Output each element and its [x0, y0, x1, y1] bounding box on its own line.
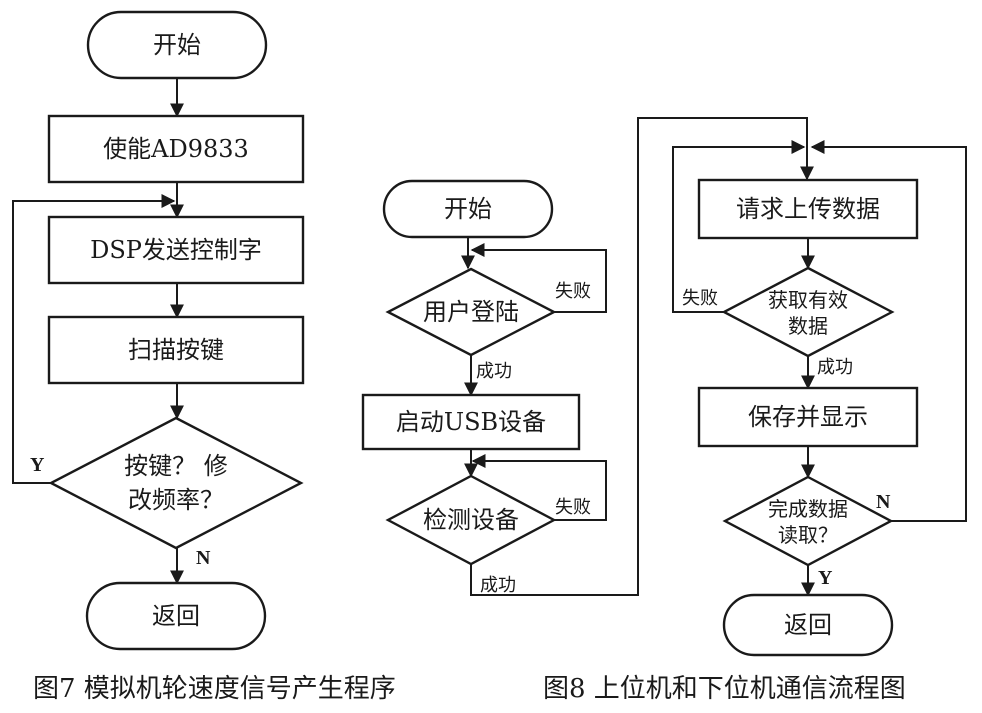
process-box	[697, 386, 919, 448]
node-label: 返回	[152, 602, 200, 630]
fig8-edge-detect-to-detect	[471, 454, 607, 521]
node-label: 用户登陆	[423, 298, 519, 326]
decision-diamond	[385, 267, 557, 357]
fig7-node-scan: 扫描按键	[47, 315, 305, 385]
fig7-node-ret: 返回	[85, 581, 267, 651]
fig8-node-detect: 检测设备	[385, 474, 557, 566]
node-label: 获取有效	[768, 288, 848, 312]
decision-diamond	[722, 475, 894, 567]
edge-label: 成功	[480, 575, 516, 596]
edge-label: 失败	[555, 281, 591, 302]
node-label: 返回	[784, 611, 832, 639]
fig8-edge-detect-to-request	[470, 117, 814, 596]
process-box	[361, 393, 581, 451]
edge-label: 成功	[476, 361, 512, 382]
fig7-node-dsp: DSP发送控制字	[47, 215, 305, 285]
node-label: 启动USB设备	[396, 408, 546, 436]
edge-label: 失败	[555, 497, 591, 518]
node-label: 数据	[788, 314, 828, 338]
fig8-node-save: 保存并显示	[697, 386, 919, 448]
fig8-node-ret: 返回	[722, 593, 894, 657]
fig8-node-start: 开始	[382, 179, 554, 239]
edge-label: 成功	[817, 357, 853, 378]
fig8-node-usb: 启动USB设备	[361, 393, 581, 451]
edge-label: N	[196, 547, 211, 569]
start-terminal	[382, 179, 554, 239]
fig8-edge-login-to-login	[470, 243, 607, 313]
process-box	[47, 215, 305, 285]
node-label: 开始	[153, 31, 201, 59]
fig8-node-login: 用户登陆	[385, 267, 557, 357]
end-terminal	[722, 593, 894, 657]
node-label: 检测设备	[423, 506, 519, 534]
fig8-caption: 图8 上位机和下位机通信流程图	[543, 674, 906, 704]
process-box	[697, 178, 919, 240]
start-terminal	[86, 10, 268, 80]
process-box	[47, 114, 305, 184]
decision-diamond	[48, 416, 304, 550]
fig8-edge-getdata-to-request	[672, 140, 806, 313]
node-label: 请求上传数据	[736, 195, 880, 223]
decision-diamond	[385, 474, 557, 566]
edge-label: Y	[818, 567, 833, 589]
edge-label: Y	[30, 454, 45, 476]
edges-layer	[12, 78, 967, 597]
node-label: DSP发送控制字	[90, 236, 262, 264]
edge-label: 失败	[682, 288, 718, 309]
end-terminal	[85, 581, 267, 651]
process-box	[47, 315, 305, 385]
node-label: 保存并显示	[748, 403, 868, 431]
fig7-caption: 图7 模拟机轮速度信号产生程序	[33, 674, 396, 704]
node-label: 开始	[444, 195, 492, 223]
fig7-node-start: 开始	[86, 10, 268, 80]
node-label: 完成数据	[768, 497, 848, 521]
decision-diamond	[721, 266, 895, 358]
node-label: 使能AD9833	[103, 135, 249, 163]
fig7-edge-decide-to-dsp	[12, 194, 176, 484]
node-label: 读取？	[778, 523, 838, 547]
node-label: 改频率？	[128, 486, 224, 514]
fig7-node-enable: 使能AD9833	[47, 114, 305, 184]
fig8-node-request: 请求上传数据	[697, 178, 919, 240]
node-label: 按键？ 修	[124, 452, 228, 480]
node-label: 扫描按键	[128, 336, 224, 364]
fig8-edge-done-to-request	[810, 140, 967, 522]
edge-label: N	[876, 491, 891, 513]
